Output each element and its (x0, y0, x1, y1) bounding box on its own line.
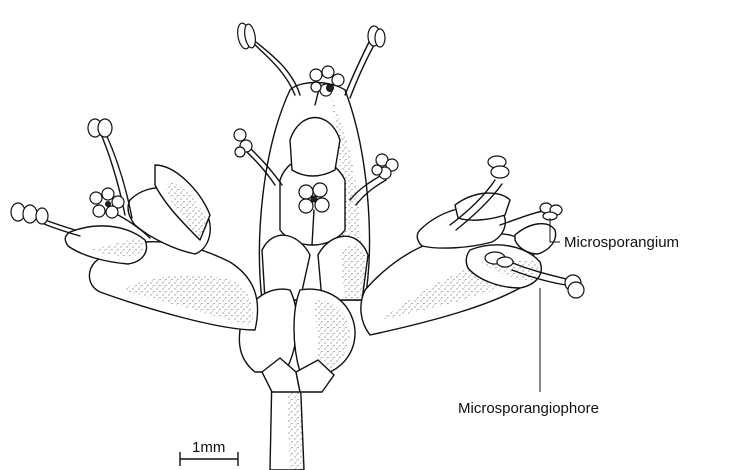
right-branch (361, 193, 556, 335)
scale-bar: 1mm (180, 439, 238, 466)
microsporangium-label: Microsporangium (564, 234, 679, 251)
left-branch (65, 165, 257, 330)
scale-bar-label: 1mm (192, 439, 225, 456)
microsporangiophore-label: Microsporangiophore (458, 400, 599, 417)
